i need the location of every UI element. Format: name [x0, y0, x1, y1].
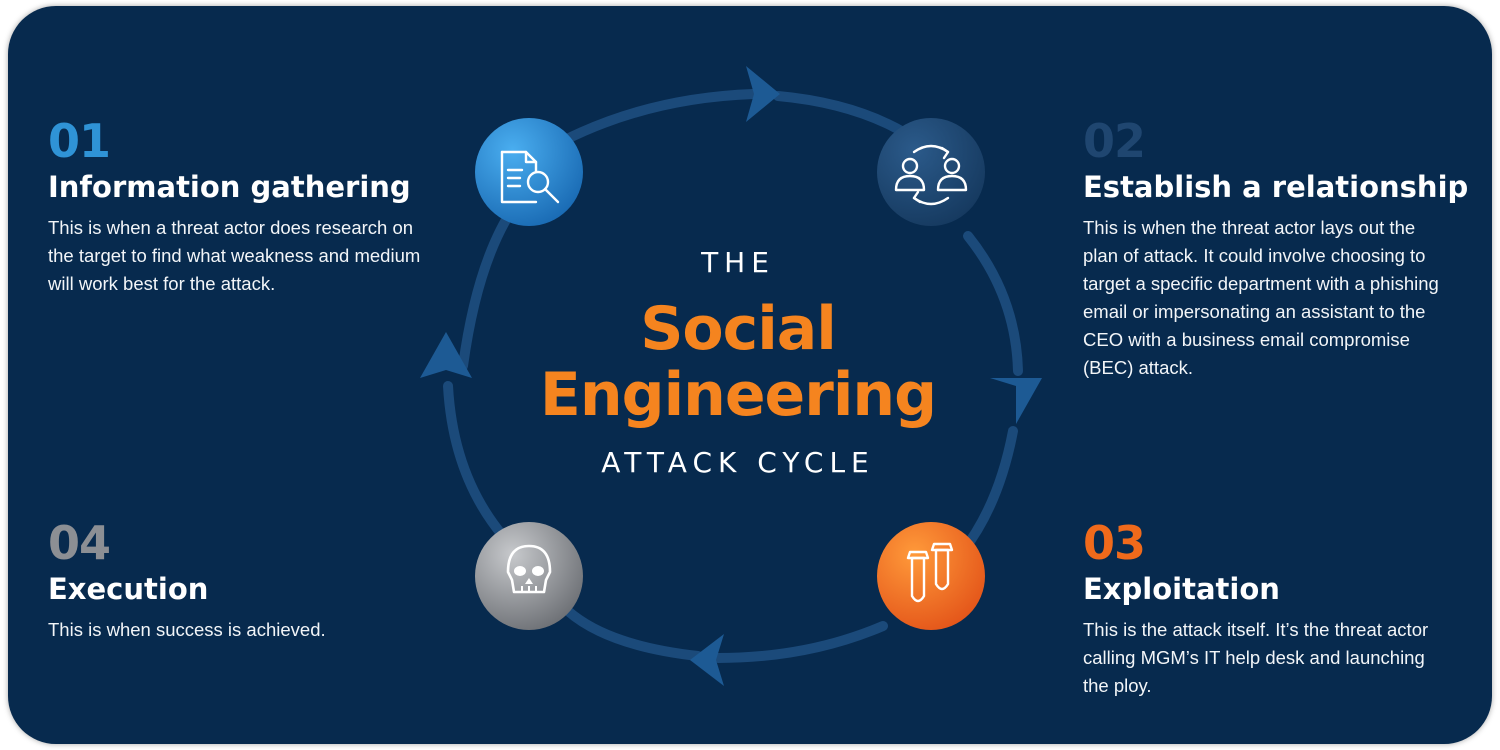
ring-segment-bottom-left — [563, 606, 703, 661]
arrow-bottom-icon — [690, 634, 724, 686]
ring-segment-top — [558, 89, 758, 146]
ring-segment-bottom — [713, 621, 888, 663]
cycle-diagram — [420, 66, 1042, 686]
arrow-right-icon — [990, 378, 1042, 424]
ring-segment-left-lower — [443, 381, 508, 541]
arrow-top-icon — [746, 66, 780, 122]
infographic-panel: THE Social Engineering ATTACK CYCLE 01 I… — [8, 6, 1492, 744]
step-number: 02 — [1083, 114, 1146, 168]
step-02-badge — [877, 118, 985, 226]
step-04-badge — [475, 522, 583, 630]
step-01: 01 Information gathering This is when a … — [48, 116, 428, 298]
step-01-badge — [475, 118, 583, 226]
step-description: This is when a threat actor does researc… — [48, 217, 421, 294]
cycle-title-prefix: THE — [701, 246, 775, 279]
cycle-arrows — [420, 66, 1042, 686]
step-number: 01 — [48, 114, 111, 168]
step-03-badge — [877, 522, 985, 630]
step-title: Exploitation — [1083, 572, 1280, 606]
cycle-title-line2: Engineering — [539, 360, 937, 430]
step-title: Establish a relationship — [1083, 170, 1469, 204]
step-title: Information gathering — [48, 170, 411, 204]
document-search-icon — [500, 150, 560, 204]
step-description: This is when success is achieved. — [48, 619, 326, 640]
step-description: This is when the threat actor lays out t… — [1083, 217, 1439, 378]
step-title: Execution — [48, 572, 209, 606]
step-number: 04 — [48, 516, 111, 570]
ring-segment-right — [963, 231, 1023, 376]
people-exchange-icon — [894, 144, 968, 206]
step-02: 02 Establish a relationship This is when… — [1083, 114, 1469, 382]
step-number: 03 — [1083, 516, 1146, 570]
cycle-subtitle: ATTACK CYCLE — [601, 446, 875, 479]
skull-icon — [506, 544, 552, 594]
step-description: This is the attack itself. It’s the thre… — [1083, 619, 1429, 696]
step-03: 03 Exploitation This is the attack itsel… — [1083, 518, 1443, 700]
step-04: 04 Execution This is when success is ach… — [48, 518, 428, 644]
cycle-title-line1: Social — [640, 294, 837, 364]
cycle-ring — [443, 89, 1023, 663]
bombs-icon — [906, 542, 954, 603]
arrow-left-icon — [420, 332, 472, 378]
